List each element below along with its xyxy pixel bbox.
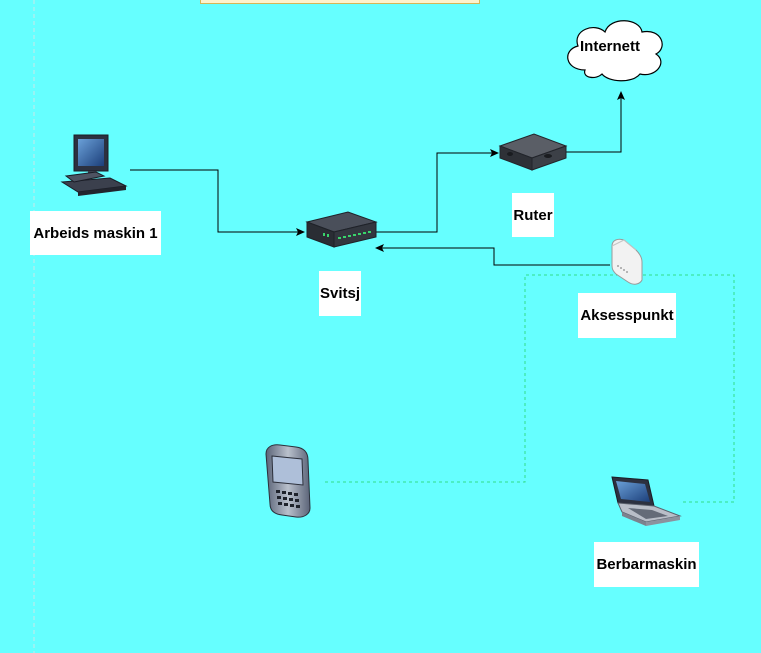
edge-router-internet[interactable] [566, 91, 625, 153]
laptop-icon[interactable] [611, 476, 682, 526]
router-label: Ruter [512, 193, 554, 237]
laptop-label: Berbarmaskin [594, 542, 699, 587]
edge-accesspoint-switch[interactable] [375, 244, 610, 266]
router-icon[interactable] [498, 133, 568, 171]
edge-accesspoint-smartphone[interactable] [322, 274, 625, 483]
network-switch-icon[interactable] [305, 211, 378, 248]
cloud-icon[interactable] [567, 20, 663, 82]
access-point-icon[interactable] [611, 238, 643, 285]
top-partial-box [200, 0, 480, 4]
smartphone-icon[interactable] [265, 444, 311, 518]
edge-workstation-switch[interactable] [130, 169, 305, 236]
edge-accesspoint-laptop[interactable] [625, 274, 735, 503]
access-point-label: Aksesspunkt [578, 293, 676, 338]
switch-label: Svitsj [319, 271, 361, 316]
desktop-computer-icon[interactable] [60, 134, 128, 196]
workstation-label: Arbeids maskin 1 [30, 211, 161, 255]
edge-switch-router[interactable] [376, 149, 499, 233]
internet-label: Internett [580, 38, 640, 55]
